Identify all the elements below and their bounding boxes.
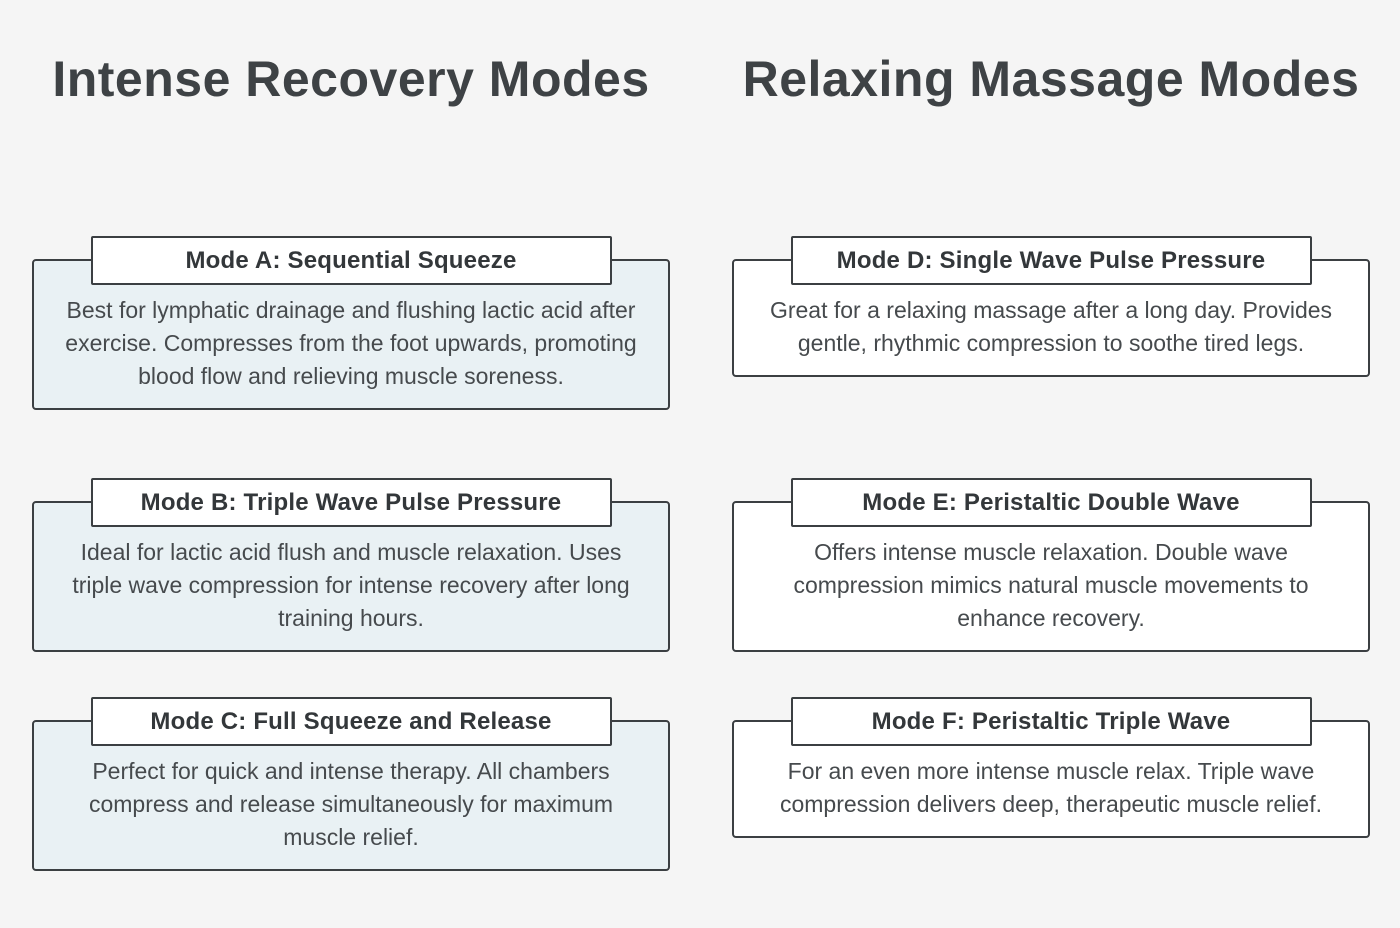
relaxing-massage-column: Relaxing Massage Modes Mode D: Single Wa… xyxy=(732,0,1370,928)
mode-d-card: Mode D: Single Wave Pulse Pressure Great… xyxy=(732,236,1370,377)
intense-recovery-column: Intense Recovery Modes Mode A: Sequentia… xyxy=(32,0,670,928)
mode-f-card: Mode F: Peristaltic Triple Wave For an e… xyxy=(732,697,1370,838)
mode-c-card: Mode C: Full Squeeze and Release Perfect… xyxy=(32,697,670,871)
mode-a-card: Mode A: Sequential Squeeze Best for lymp… xyxy=(32,236,670,410)
mode-e-card: Mode E: Peristaltic Double Wave Offers i… xyxy=(732,478,1370,652)
mode-e-title: Mode E: Peristaltic Double Wave xyxy=(790,478,1312,527)
mode-f-title: Mode F: Peristaltic Triple Wave xyxy=(790,697,1312,746)
mode-b-title: Mode B: Triple Wave Pulse Pressure xyxy=(90,478,612,527)
mode-b-card: Mode B: Triple Wave Pulse Pressure Ideal… xyxy=(32,478,670,652)
mode-a-title: Mode A: Sequential Squeeze xyxy=(90,236,612,285)
mode-d-title: Mode D: Single Wave Pulse Pressure xyxy=(790,236,1312,285)
column-heading-intense-recovery: Intense Recovery Modes xyxy=(52,51,650,107)
column-heading-relaxing-massage: Relaxing Massage Modes xyxy=(742,51,1360,107)
mode-c-title: Mode C: Full Squeeze and Release xyxy=(90,697,612,746)
